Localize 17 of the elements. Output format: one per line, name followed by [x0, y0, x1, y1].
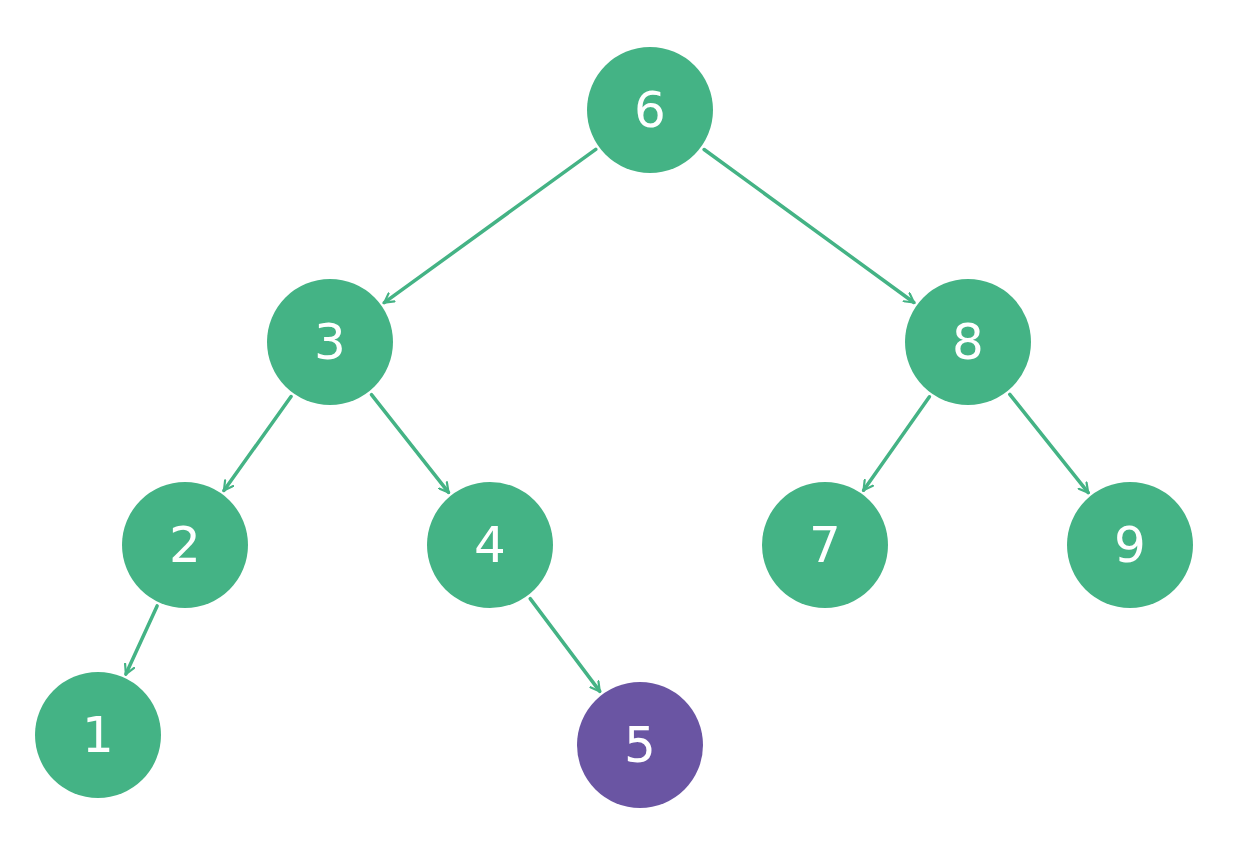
- node-value: 2: [169, 516, 201, 574]
- arrow: [124, 604, 159, 676]
- arrow: [1008, 392, 1090, 495]
- node-value: 3: [314, 313, 346, 371]
- node-value: 8: [952, 313, 984, 371]
- arrow: [861, 395, 932, 492]
- node-value: 6: [634, 81, 666, 139]
- node-value: 7: [809, 516, 841, 574]
- arrow: [369, 392, 451, 495]
- node-value: 4: [474, 516, 506, 574]
- arrow: [382, 147, 598, 305]
- arrow: [702, 147, 916, 305]
- arrow: [528, 596, 602, 694]
- node-value: 1: [82, 706, 114, 764]
- node-value: 5: [624, 716, 656, 774]
- arrow: [222, 394, 293, 493]
- node-value: 9: [1114, 516, 1146, 574]
